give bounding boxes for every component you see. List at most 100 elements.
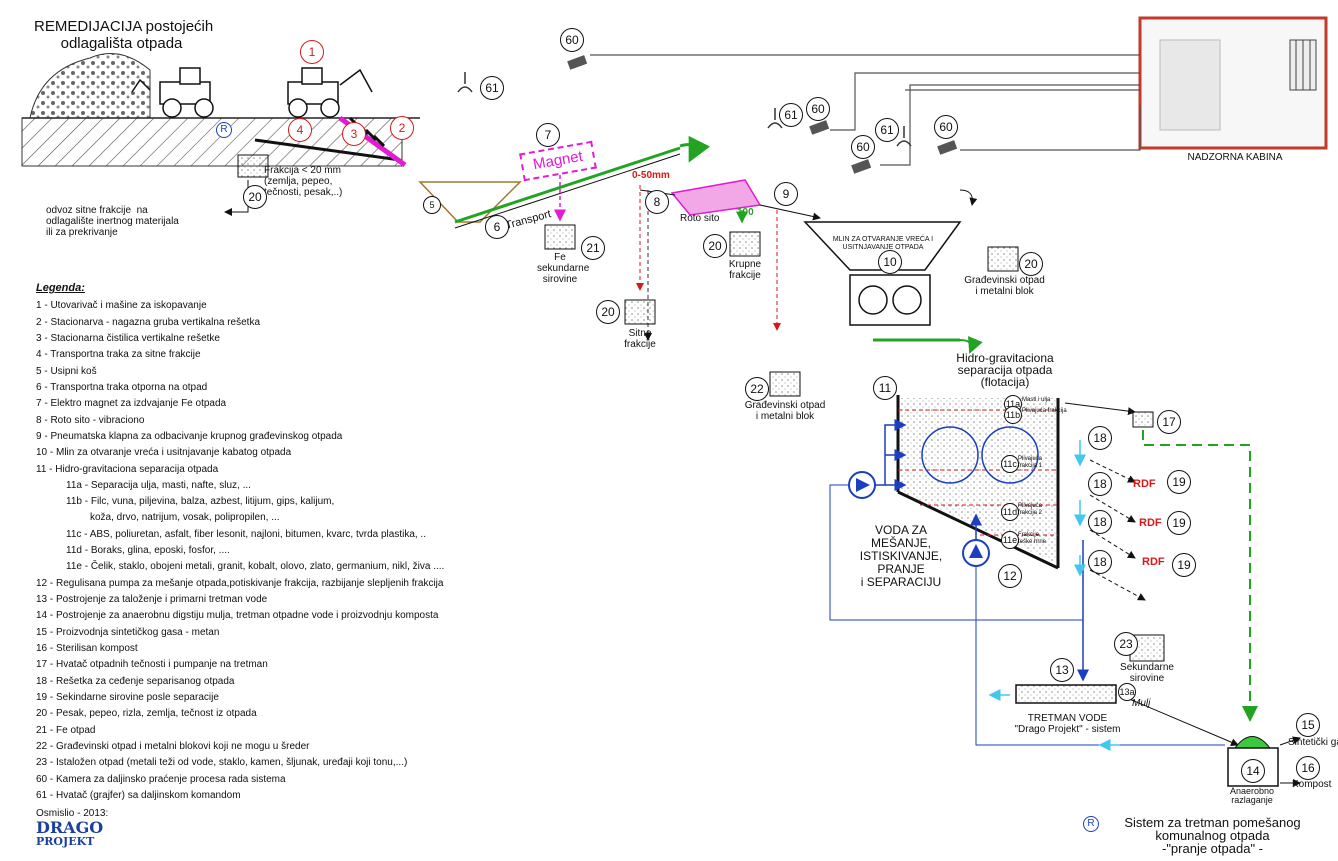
separation-tank-11: [896, 395, 1060, 570]
marker-13a: 13a: [1118, 683, 1136, 701]
marker-11d: 11d: [1001, 503, 1019, 521]
legend-item: 3 - Stacionarna čistilica vertikalne reš…: [36, 333, 220, 344]
teske-label: Frakcije teške hrne: [1018, 532, 1047, 545]
pliv-label: Plivajuća frakcija: [1022, 408, 1067, 414]
legend-item: 20 - Pesak, pepeo, rizla, zemlja, tečnos…: [36, 708, 257, 719]
legend-item: 16 - Sterilisan kompost: [36, 643, 138, 654]
marker-5: 5: [423, 196, 441, 214]
landfill-ground: [21, 53, 420, 167]
legend-item: 19 - Sekindarne sirovine posle separacij…: [36, 692, 219, 703]
r-marker-ground: R: [216, 122, 232, 138]
marker-60-d: 60: [934, 115, 958, 139]
pliv1-label: Plivajuća frakcija 1: [1018, 456, 1043, 469]
legend-item: 4 - Transportna traka za sitne frakcije: [36, 349, 201, 360]
legend-item: koža, drvo, natrijum, vosak, polipropile…: [90, 512, 280, 523]
marker-11e: 11e: [1001, 531, 1019, 549]
marker-4: 4: [288, 118, 312, 142]
legend-item: 22 - Građevinski otpad i metalni blokovi…: [36, 741, 310, 752]
marker-18-a: 18: [1088, 426, 1112, 450]
conveyor-6: [454, 146, 681, 224]
cabin-label: NADZORNA KABINA: [1187, 152, 1283, 163]
mill-label: MLIN ZA OTVARANJE VREĆA I USITNJAVANJE O…: [832, 236, 934, 251]
marker-21: 21: [581, 236, 605, 260]
legend-item: 2 - Stacionarva - nagazna gruba vertikal…: [36, 317, 261, 328]
legend-item: 9 - Pneumatska klapna za odbacivanje kru…: [36, 431, 343, 442]
size-range-label: 0-50mm: [632, 170, 670, 181]
rdf-label-2: RDF: [1139, 517, 1162, 529]
marker-18-b: 18: [1088, 472, 1112, 496]
kompost-label: Kompost: [1292, 779, 1332, 790]
legend-item: 11d - Boraks, glina, eposki, fosfor, ...…: [66, 545, 230, 556]
marker-11b: 11b: [1004, 406, 1022, 424]
krupne-label: Krupne frakcije: [728, 259, 762, 281]
pliv2-label: Plivajuća frakcija 2: [1018, 503, 1043, 516]
legend-item: 11a - Separacija ulja, masti, nafte, slu…: [66, 480, 251, 491]
marker-61-b: 61: [779, 103, 803, 127]
masti-label: Masti i ulja: [1022, 397, 1051, 403]
klapna-flow: [759, 204, 821, 221]
legend-item: 17 - Hvatač otpadnih tečnosti i pumpanje…: [36, 659, 268, 670]
marker-11: 11: [873, 376, 897, 400]
fe-label: Fe sekundarne sirovine: [537, 252, 590, 285]
legend-item: 61 - Hvatač (grajfer) sa daljinskom koma…: [36, 790, 241, 801]
rdf-label-1: RDF: [1133, 478, 1156, 490]
marker-61-a: 61: [480, 76, 504, 100]
gradj-top-label: Građevinski otpad i metalni blok: [964, 275, 1045, 297]
odvoz-label: odvoz sitne frakcije na odlagalište iner…: [46, 205, 179, 238]
sitne-label: Sitne frakcije: [624, 328, 656, 350]
legend-item: 13 - Postrojenje za taloženje i primarni…: [36, 594, 268, 605]
camera-icons: [567, 55, 958, 174]
marker-19-a: 19: [1167, 470, 1191, 494]
camera-lines: [590, 54, 1141, 166]
grab-icons: [457, 72, 912, 147]
control-cabin: [1138, 16, 1328, 150]
marker-18-c: 18: [1088, 510, 1112, 534]
legend-item: 11c - ABS, poliuretan, asfalt, fiber les…: [66, 529, 426, 540]
marker-12: 12: [998, 564, 1022, 588]
legend-item: 7 - Elektro magnet za izdvajanje Fe otpa…: [36, 398, 227, 409]
tretman-label: TRETMAN VODE "Drago Projekt" - sistem: [1014, 713, 1121, 735]
legend-item: 11e - Čelik, staklo, obojeni metali, gra…: [66, 561, 445, 572]
marker-14: 14: [1241, 759, 1265, 783]
legend-item: 11 - Hidro-gravitaciona separacija otpad…: [36, 464, 219, 475]
bin-20-b: [624, 299, 656, 325]
sintet-label: Sintetički gas: [1288, 737, 1338, 748]
rdf-label-3: RDF: [1142, 556, 1165, 568]
marker-9: 9: [774, 182, 798, 206]
bin-20-c: [729, 231, 761, 257]
marker-15: 15: [1296, 713, 1320, 737]
marker-23: 23: [1114, 632, 1138, 656]
bin-21: [544, 224, 576, 250]
pump-12-b: [962, 539, 990, 567]
size-100-label: 100: [737, 207, 754, 218]
legend-item: 23 - Istaložen otpad (metali teži od vod…: [36, 757, 408, 768]
gradj-mid-label: Građevinski otpad i metalni blok: [744, 400, 826, 422]
legend-heading: Legenda:: [36, 282, 85, 294]
legend-item: 8 - Roto sito - vibraciono: [36, 415, 145, 426]
osmislio-label: Osmislio - 2013:: [36, 808, 109, 819]
loader-icon: [287, 67, 373, 118]
mulj-label: Mulj: [1132, 698, 1151, 709]
r-marker: R: [1083, 816, 1099, 832]
system-label: Sistem za tretman pomešanog komunalnog o…: [1124, 815, 1301, 856]
marker-60-b: 60: [806, 97, 830, 121]
conveyor-6-end: [679, 135, 711, 163]
bin-20-a: [237, 154, 269, 178]
marker-7: 7: [536, 123, 560, 147]
frakcija-label: Frakcija < 20 mm (zemlja, pepeo, tečnost…: [264, 165, 343, 198]
legend-item: 10 - Mlin za otvaranje vreća i usitnjava…: [36, 447, 292, 458]
marker-16: 16: [1296, 756, 1320, 780]
roto-sito-label: Roto sito: [680, 213, 720, 224]
marker-20-b: 20: [703, 234, 727, 258]
marker-60-a: 60: [560, 28, 584, 52]
marker-60-c: 60: [851, 135, 875, 159]
conveyor-4: [254, 138, 401, 162]
voda-label: VODA ZA MEŠANJE, ISTISKIVANJE, PRANJE i …: [859, 523, 943, 589]
legend-item: 12 - Regulisana pumpa za mešanje otpada,…: [36, 578, 444, 589]
mill-hopper: [803, 221, 962, 271]
anaerobno-label: Anaerobno razlaganje: [1229, 786, 1275, 805]
marker-17: 17: [1157, 410, 1181, 434]
hopper-5: [418, 181, 522, 223]
pump-12-a: [848, 471, 876, 499]
